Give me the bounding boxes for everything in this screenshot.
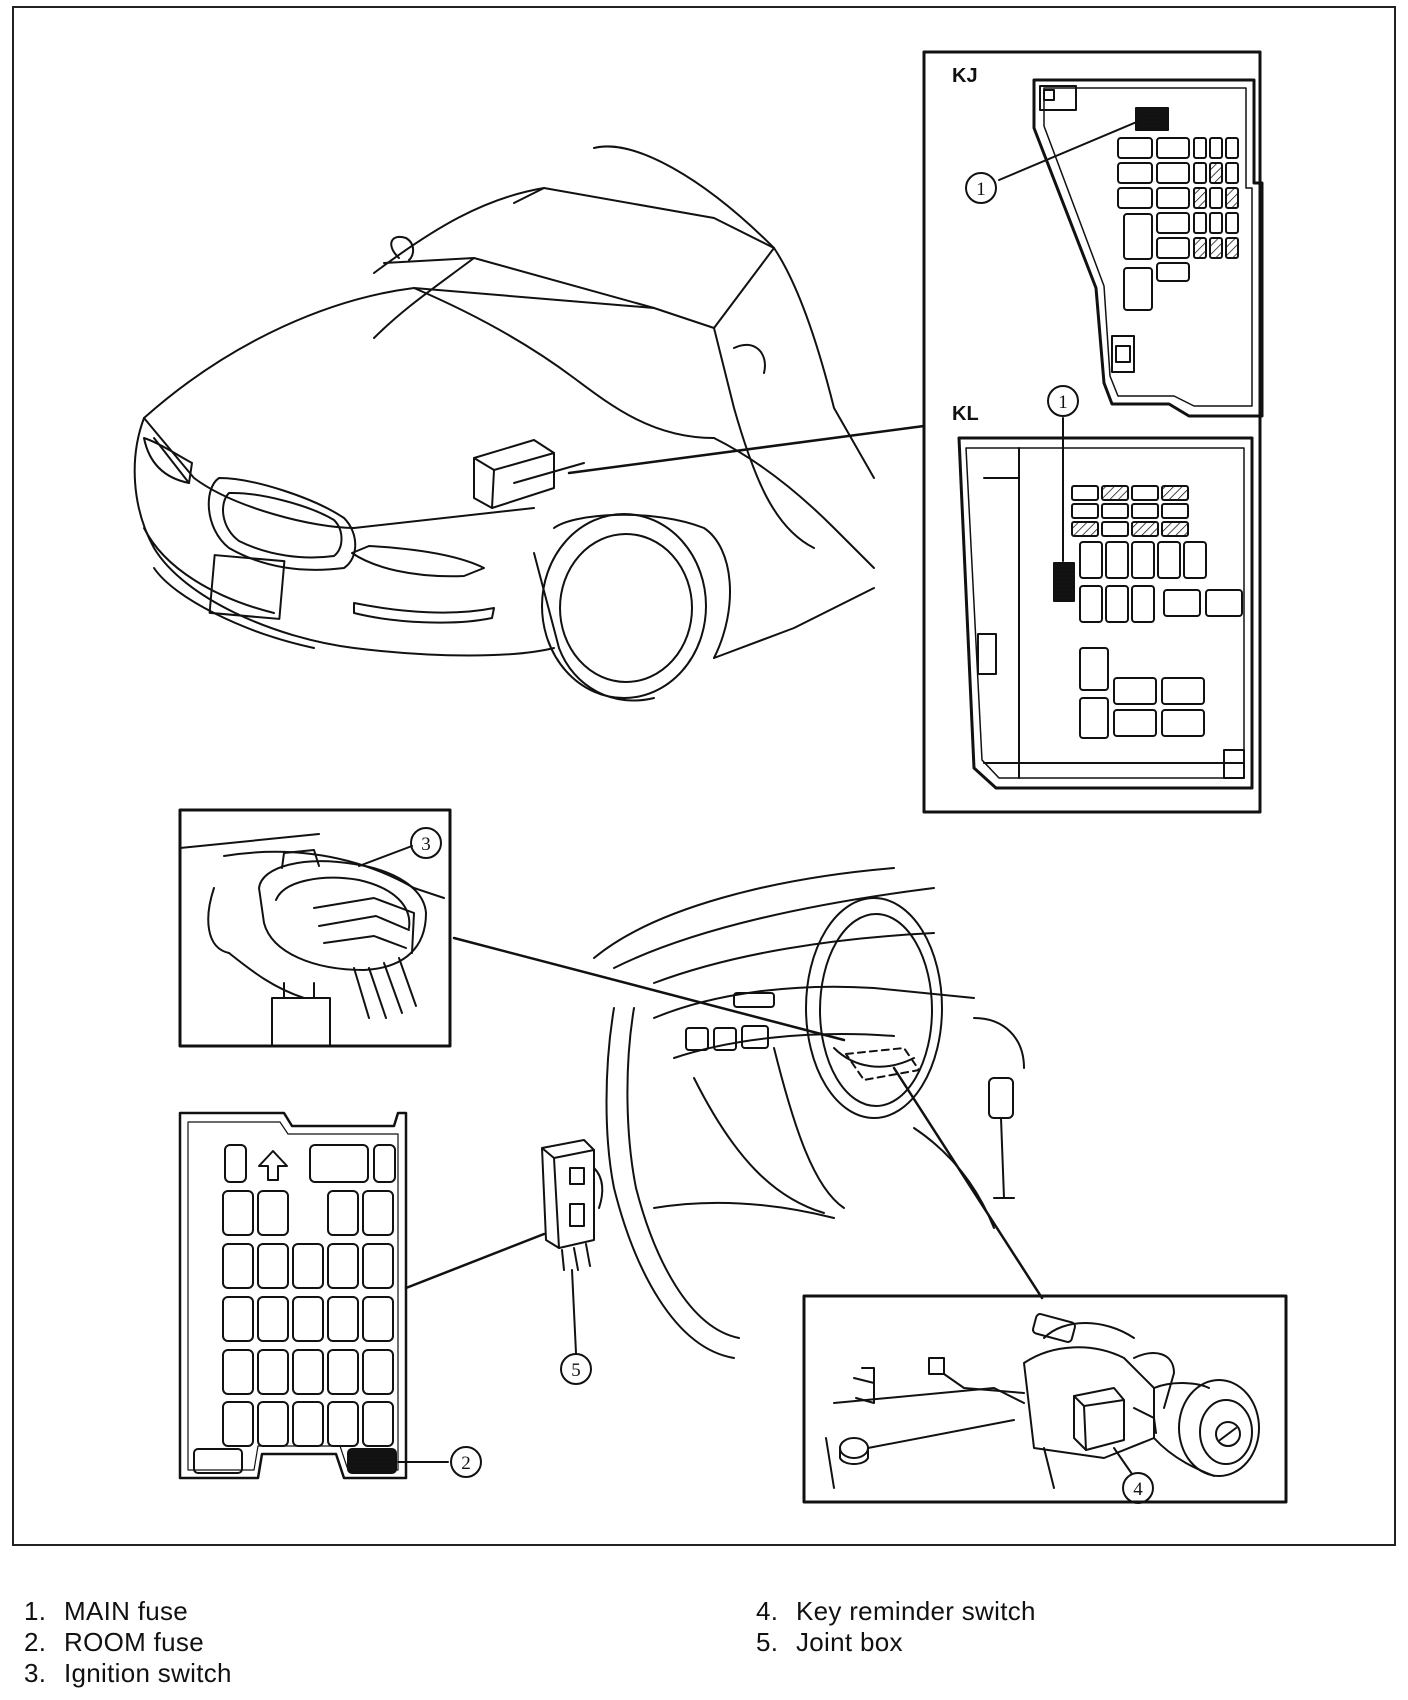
car-front-illustration	[133, 145, 926, 702]
callout-4: 4	[1133, 1479, 1143, 1500]
legend-number: 5.	[756, 1627, 779, 1657]
inset-label-kl: KL	[952, 403, 979, 425]
legend-number: 3.	[24, 1658, 47, 1688]
legend-text: Ignition switch	[64, 1658, 232, 1688]
callout-1-kl: 1	[1058, 392, 1068, 413]
callout-1-kj: 1	[976, 179, 986, 200]
ignition-switch-inset: 3	[178, 808, 452, 1048]
diagram-frame: 1	[12, 6, 1396, 1546]
legend-number: 2.	[24, 1627, 47, 1657]
legend-item: 4. Key reminder switch	[756, 1596, 1036, 1627]
legend-right-column: 4. Key reminder switch 5. Joint box	[756, 1596, 1036, 1658]
legend-number: 1.	[24, 1596, 47, 1626]
kj-fuse-block: 1	[965, 78, 1264, 418]
callout-2: 2	[461, 1453, 471, 1474]
callout-3: 3	[421, 834, 431, 855]
legend-item: 5. Joint box	[756, 1627, 1036, 1658]
kl-fuses	[1053, 485, 1243, 739]
interior-fuse-block: 2	[178, 1111, 482, 1480]
key-reminder-switch-inset: 4	[802, 1294, 1288, 1504]
legend-text: Joint box	[796, 1627, 903, 1657]
interior-fuses	[222, 1243, 394, 1447]
kl-fuse-block: 1	[957, 385, 1254, 790]
interior-dashboard-illustration	[593, 867, 1025, 1359]
legend-left-column: 1. MAIN fuse 2. ROOM fuse 3. Ignition switc…	[24, 1596, 232, 1689]
legend: 1. MAIN fuse 2. ROOM fuse 3. Ignition switc…	[24, 1596, 1384, 1692]
legend-text: MAIN fuse	[64, 1596, 189, 1626]
diagram-canvas: 1	[133, 50, 1288, 1504]
legend-item: 2. ROOM fuse	[24, 1627, 232, 1658]
legend-item: 1. MAIN fuse	[24, 1596, 232, 1627]
inset-label-kj: KJ	[952, 65, 978, 87]
fuse-box-inset: 1	[922, 50, 1264, 814]
legend-number: 4.	[756, 1596, 779, 1626]
joint-box-illustration: 5	[541, 1139, 604, 1385]
kj-fuses	[1117, 137, 1239, 311]
legend-item: 3. Ignition switch	[24, 1658, 232, 1689]
legend-text: ROOM fuse	[64, 1627, 204, 1657]
legend-text: Key reminder switch	[796, 1596, 1036, 1626]
callout-5: 5	[571, 1360, 581, 1381]
